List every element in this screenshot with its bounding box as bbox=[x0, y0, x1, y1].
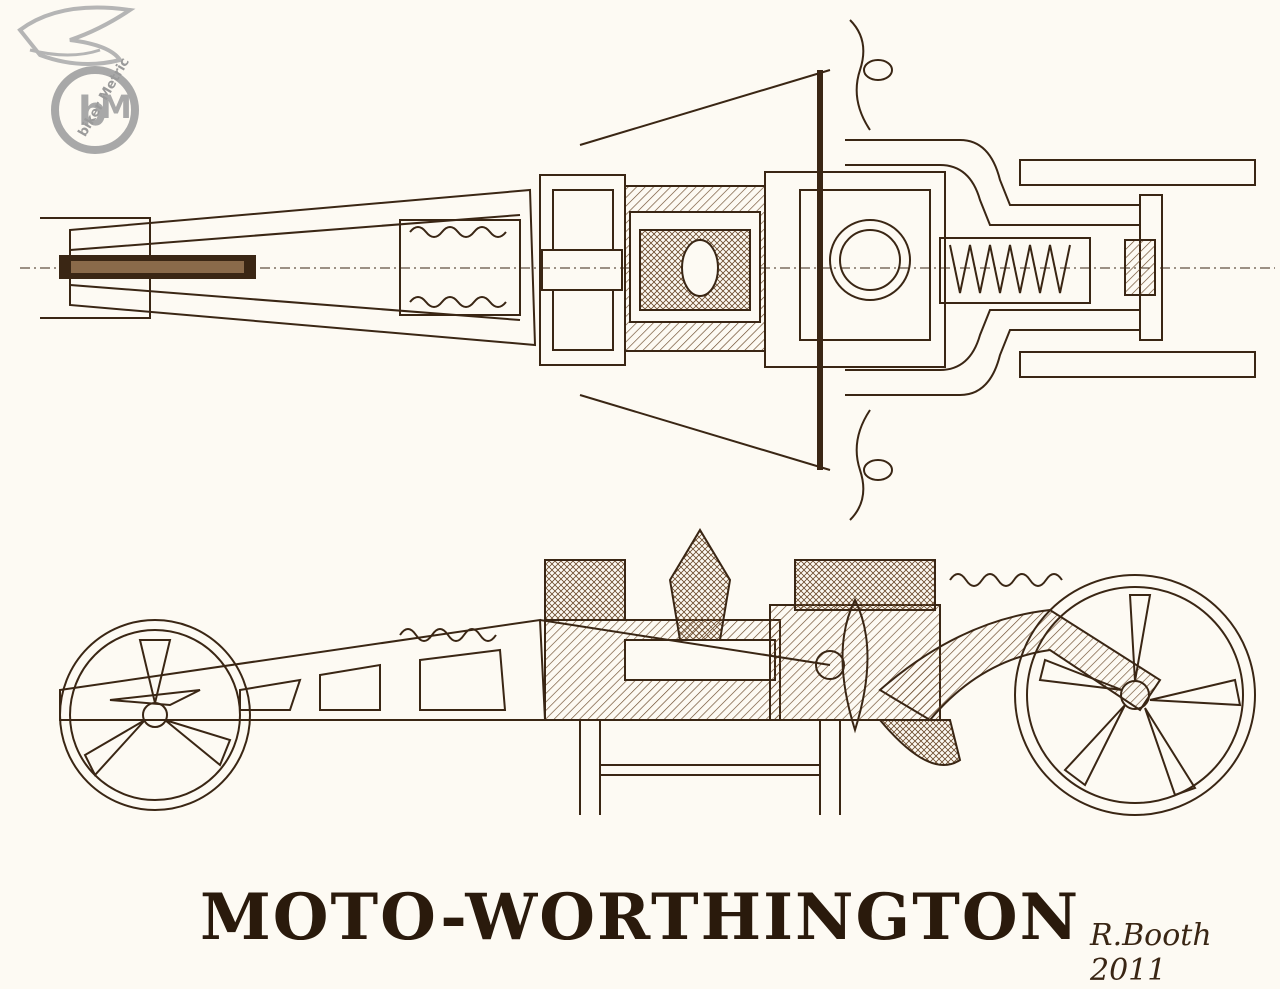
drawing-title: MOTO-WORTHINGTON bbox=[199, 880, 1081, 955]
top-view bbox=[20, 19, 1275, 521]
winged-logo-icon: b M bbox=[17, 5, 139, 154]
svg-text:b: b bbox=[78, 89, 107, 135]
svg-text:M: M bbox=[100, 88, 132, 126]
side-view bbox=[59, 528, 1256, 816]
watermark-logo: b M biker Metric bbox=[0, 0, 190, 170]
artist-signature: R.Booth 2011 bbox=[1090, 918, 1212, 988]
